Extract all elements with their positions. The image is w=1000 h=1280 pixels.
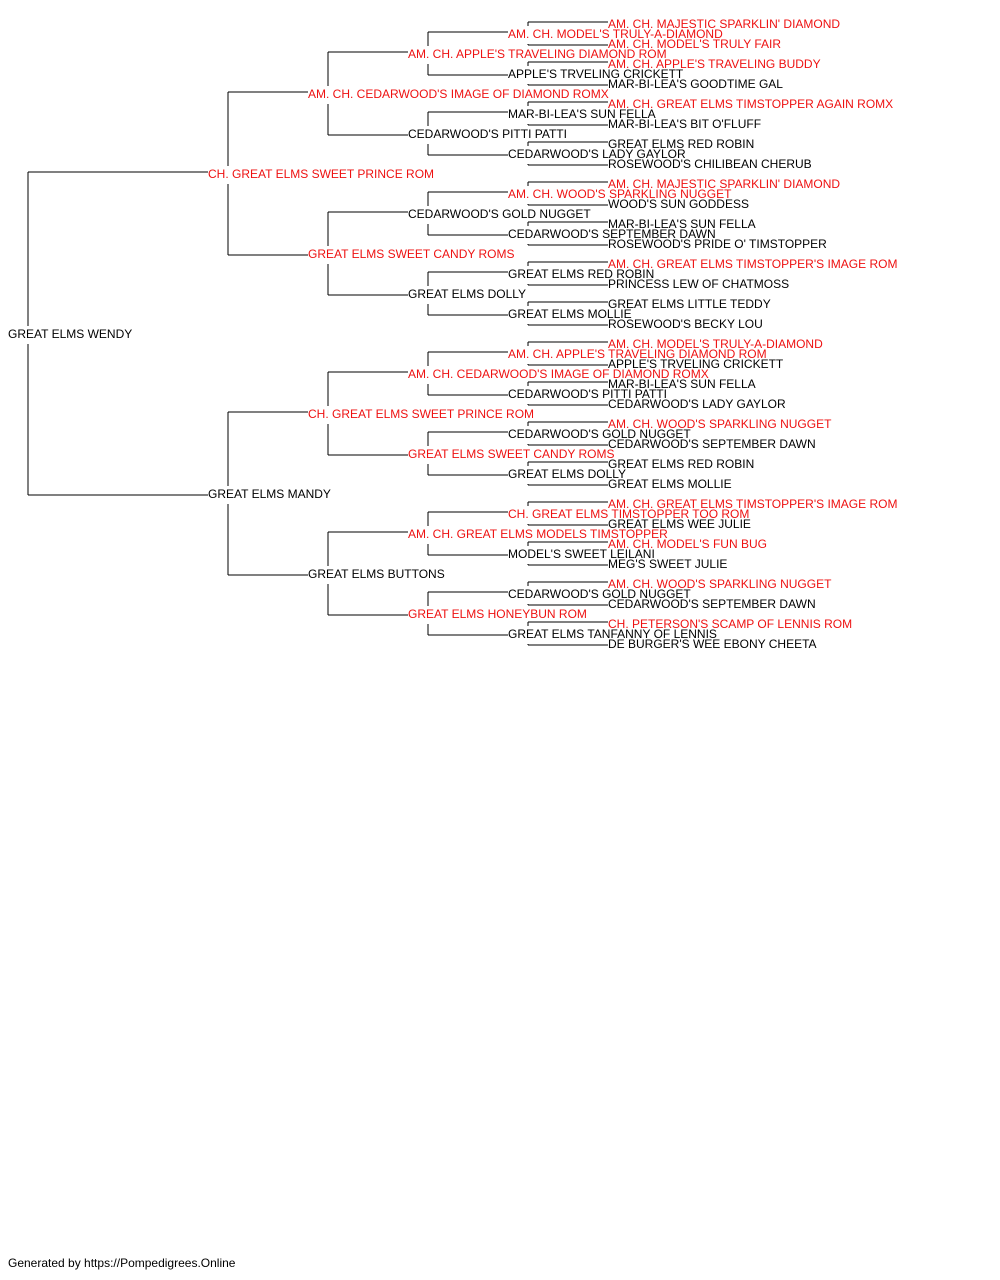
pedigree-name-gen5: AM. CH. MODEL'S TRULY FAIR [608, 37, 781, 51]
pedigree-name-gen5: ROSEWOOD'S PRIDE O' TIMSTOPPER [608, 237, 827, 251]
pedigree-name-gen4: AM. CH. APPLE'S TRAVELING DIAMOND ROM [508, 347, 767, 361]
pedigree-name-gen5: MAR-BI-LEA'S BIT O'FLUFF [608, 117, 761, 131]
pedigree-name-gen2: GREAT ELMS SWEET CANDY ROMS [308, 247, 514, 261]
pedigree-name-gen2: AM. CH. CEDARWOOD'S IMAGE OF DIAMOND ROM… [308, 87, 609, 101]
pedigree-name-gen5: APPLE'S TRVELING CRICKETT [608, 357, 784, 371]
pedigree-name-gen1: CH. GREAT ELMS SWEET PRINCE ROM [208, 167, 434, 181]
pedigree-name-gen4: CEDARWOOD'S SEPTEMBER DAWN [508, 227, 716, 241]
pedigree-name-gen3: CEDARWOOD'S GOLD NUGGET [408, 207, 591, 221]
pedigree-name-gen4: MAR-BI-LEA'S SUN FELLA [508, 107, 656, 121]
pedigree-name-gen5: PRINCESS LEW OF CHATMOSS [608, 277, 789, 291]
pedigree-name-gen1: GREAT ELMS MANDY [208, 487, 331, 501]
pedigree-name-gen5: GREAT ELMS LITTLE TEDDY [608, 297, 771, 311]
pedigree-name-gen4: AM. CH. MODEL'S TRULY-A-DIAMOND [508, 27, 723, 41]
pedigree-name-gen5: ROSEWOOD'S BECKY LOU [608, 317, 763, 331]
pedigree-name-gen5: AM. CH. APPLE'S TRAVELING BUDDY [608, 57, 821, 71]
pedigree-name-gen5: AM. CH. GREAT ELMS TIMSTOPPER'S IMAGE RO… [608, 257, 897, 271]
pedigree-name-gen5: MEG'S SWEET JULIE [608, 557, 727, 571]
pedigree-name-gen2: CH. GREAT ELMS SWEET PRINCE ROM [308, 407, 534, 421]
pedigree-name-gen4: CEDARWOOD'S PITTI PATTI [508, 387, 667, 401]
pedigree-name-gen4: CEDARWOOD'S GOLD NUGGET [508, 587, 691, 601]
pedigree-name-gen5: AM. CH. MAJESTIC SPARKLIN' DIAMOND [608, 17, 840, 31]
pedigree-name-gen3: AM. CH. GREAT ELMS MODELS TIMSTOPPER [408, 527, 668, 541]
pedigree-name-gen5: AM. CH. MAJESTIC SPARKLIN' DIAMOND [608, 177, 840, 191]
pedigree-name-gen4: GREAT ELMS DOLLY [508, 467, 626, 481]
pedigree-name-gen5: CEDARWOOD'S LADY GAYLOR [608, 397, 786, 411]
pedigree-name-gen5: AM. CH. MODEL'S FUN BUG [608, 537, 767, 551]
pedigree-name-gen5: DE BURGER'S WEE EBONY CHEETA [608, 637, 817, 651]
pedigree-name-gen4: GREAT ELMS TANFANNY OF LENNIS [508, 627, 717, 641]
pedigree-name-gen5: CEDARWOOD'S SEPTEMBER DAWN [608, 437, 816, 451]
pedigree-name-gen4: CEDARWOOD'S LADY GAYLOR [508, 147, 686, 161]
pedigree-name-gen5: AM. CH. GREAT ELMS TIMSTOPPER'S IMAGE RO… [608, 497, 897, 511]
pedigree-name-gen4: GREAT ELMS MOLLIE [508, 307, 632, 321]
pedigree-name-gen2: GREAT ELMS BUTTONS [308, 567, 445, 581]
pedigree-name-gen4: MODEL'S SWEET LEILANI [508, 547, 655, 561]
pedigree-name-gen5: AM. CH. WOOD'S SPARKLING NUGGET [608, 417, 832, 431]
pedigree-name-gen5: ROSEWOOD'S CHILIBEAN CHERUB [608, 157, 812, 171]
pedigree-name-gen3: GREAT ELMS DOLLY [408, 287, 526, 301]
pedigree-name-gen3: AM. CH. APPLE'S TRAVELING DIAMOND ROM [408, 47, 667, 61]
pedigree-name-gen4: AM. CH. WOOD'S SPARKLING NUGGET [508, 187, 732, 201]
pedigree-name-gen3: CEDARWOOD'S PITTI PATTI [408, 127, 567, 141]
pedigree-name-gen3: GREAT ELMS SWEET CANDY ROMS [408, 447, 614, 461]
pedigree-name-gen5: CH. PETERSON'S SCAMP OF LENNIS ROM [608, 617, 852, 631]
pedigree-name-gen4: APPLE'S TRVELING CRICKETT [508, 67, 684, 81]
pedigree-name-gen4: CEDARWOOD'S GOLD NUGGET [508, 427, 691, 441]
pedigree-name-gen5: GREAT ELMS RED ROBIN [608, 137, 754, 151]
pedigree-name-gen5: GREAT ELMS MOLLIE [608, 477, 732, 491]
pedigree-name-gen5: AM. CH. WOOD'S SPARKLING NUGGET [608, 577, 832, 591]
pedigree-name-gen3: AM. CH. CEDARWOOD'S IMAGE OF DIAMOND ROM… [408, 367, 709, 381]
pedigree-connectors [27, 21, 608, 646]
pedigree-name-gen5: MAR-BI-LEA'S GOODTIME GAL [608, 77, 783, 91]
pedigree-name-gen3: GREAT ELMS HONEYBUN ROM [408, 607, 587, 621]
generator-credit: Generated by https://Pompedigrees.Online [8, 1256, 236, 1270]
pedigree-name-gen4: GREAT ELMS RED ROBIN [508, 267, 654, 281]
pedigree-name-gen5: CEDARWOOD'S SEPTEMBER DAWN [608, 597, 816, 611]
pedigree-name-gen5: AM. CH. GREAT ELMS TIMSTOPPER AGAIN ROMX [608, 97, 893, 111]
pedigree-name-gen5: MAR-BI-LEA'S SUN FELLA [608, 377, 756, 391]
pedigree-name-gen0: GREAT ELMS WENDY [8, 327, 132, 341]
pedigree-name-gen5: GREAT ELMS RED ROBIN [608, 457, 754, 471]
pedigree-name-gen5: AM. CH. MODEL'S TRULY-A-DIAMOND [608, 337, 823, 351]
pedigree-name-gen5: WOOD'S SUN GODDESS [608, 197, 749, 211]
pedigree-name-gen5: MAR-BI-LEA'S SUN FELLA [608, 217, 756, 231]
pedigree-name-gen4: CH. GREAT ELMS TIMSTOPPER TOO ROM [508, 507, 749, 521]
pedigree-name-gen5: GREAT ELMS WEE JULIE [608, 517, 751, 531]
